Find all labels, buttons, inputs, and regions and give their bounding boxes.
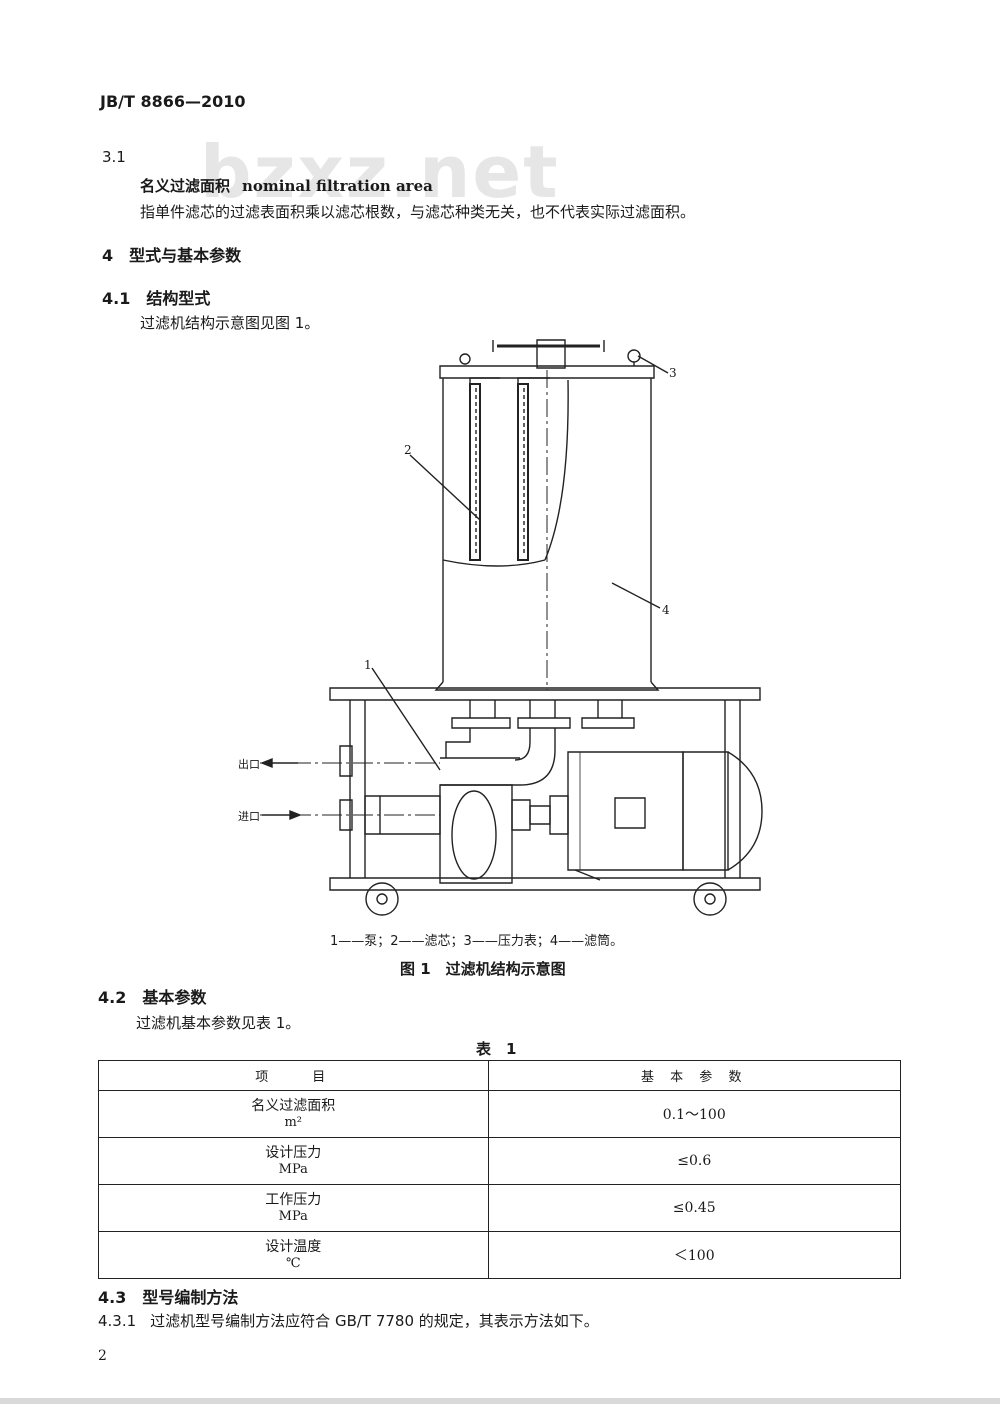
watermark: bzxz.net xyxy=(200,130,560,214)
section-4-3-1-number: 4.3.1 xyxy=(98,1312,137,1330)
item-name: 设计温度 xyxy=(265,1238,322,1255)
item-cell: 工作压力 MPa xyxy=(98,1184,489,1232)
item-unit: MPa xyxy=(278,1208,308,1224)
table-row: 工作压力 MPa ≤0.45 xyxy=(98,1184,902,1232)
value-cell: ≤0.6 xyxy=(487,1137,902,1185)
section-4-3-1-body: 过滤机型号编制方法应符合 GB/T 7780 的规定，其表示方法如下。 xyxy=(150,1312,599,1330)
parameter-table: 项 目 基 本 参 数 名义过滤面积 m² 0.1～100 设计压力 MPa ≤… xyxy=(98,1060,902,1279)
term-en: nominal filtration area xyxy=(242,177,433,195)
figure-caption: 图 1 过滤机结构示意图 xyxy=(400,960,566,978)
term-definition: 指单件滤芯的过滤表面积乘以滤芯根数，与滤芯种类无关，也不代表实际过滤面积。 xyxy=(140,203,696,221)
term-heading: 名义过滤面积 nominal filtration area xyxy=(140,175,433,196)
filter-machine-diagram xyxy=(0,0,1000,1000)
section-4-2-body: 过滤机基本参数见表 1。 xyxy=(136,1014,301,1032)
item-name: 设计压力 xyxy=(265,1144,322,1161)
item-unit: MPa xyxy=(278,1161,308,1177)
page-bottom-edge xyxy=(0,1398,1000,1404)
figure-legend: 1——泵；2——滤芯；3——压力表；4——滤筒。 xyxy=(330,934,624,949)
value-cell: ≤0.45 xyxy=(487,1184,902,1232)
label-filter-element: 2 xyxy=(404,443,412,457)
table-row: 设计压力 MPa ≤0.6 xyxy=(98,1137,902,1185)
section-4-1-body: 过滤机结构示意图见图 1。 xyxy=(140,314,320,332)
table-row: 设计温度 ℃ ＜100 xyxy=(98,1231,902,1279)
label-inlet: 进口 xyxy=(238,810,260,823)
item-unit: m² xyxy=(284,1114,303,1130)
section-3-1-number: 3.1 xyxy=(102,148,126,166)
term-cn: 名义过滤面积 xyxy=(140,177,231,195)
table-header-row: 项 目 基 本 参 数 xyxy=(98,1060,902,1091)
section-4-3-heading: 4.3 型号编制方法 xyxy=(98,1288,239,1307)
table-caption: 表 1 xyxy=(476,1040,517,1058)
label-filter-cylinder: 4 xyxy=(662,603,670,617)
item-cell: 设计温度 ℃ xyxy=(98,1231,489,1279)
section-4-3-1: 4.3.1 过滤机型号编制方法应符合 GB/T 7780 的规定，其表示方法如下。 xyxy=(98,1310,599,1331)
table-row: 名义过滤面积 m² 0.1～100 xyxy=(98,1090,902,1138)
value-cell: ＜100 xyxy=(487,1231,902,1279)
item-name: 工作压力 xyxy=(265,1191,322,1208)
col-item-header: 项 目 xyxy=(98,1060,489,1091)
item-unit: ℃ xyxy=(285,1255,301,1271)
label-pump: 1 xyxy=(364,658,372,672)
section-4-heading: 4 型式与基本参数 xyxy=(102,246,242,265)
section-4-1-heading: 4.1 结构型式 xyxy=(102,289,211,308)
col-value-header: 基 本 参 数 xyxy=(487,1060,902,1091)
value-cell: 0.1～100 xyxy=(487,1090,902,1138)
item-name: 名义过滤面积 xyxy=(251,1097,336,1114)
item-cell: 名义过滤面积 m² xyxy=(98,1090,489,1138)
label-pressure-gauge: 3 xyxy=(669,366,677,380)
standard-code: JB/T 8866—2010 xyxy=(100,92,246,111)
section-4-2-heading: 4.2 基本参数 xyxy=(98,988,207,1007)
page-number: 2 xyxy=(98,1348,107,1364)
item-cell: 设计压力 MPa xyxy=(98,1137,489,1185)
label-outlet: 出口 xyxy=(238,758,260,771)
